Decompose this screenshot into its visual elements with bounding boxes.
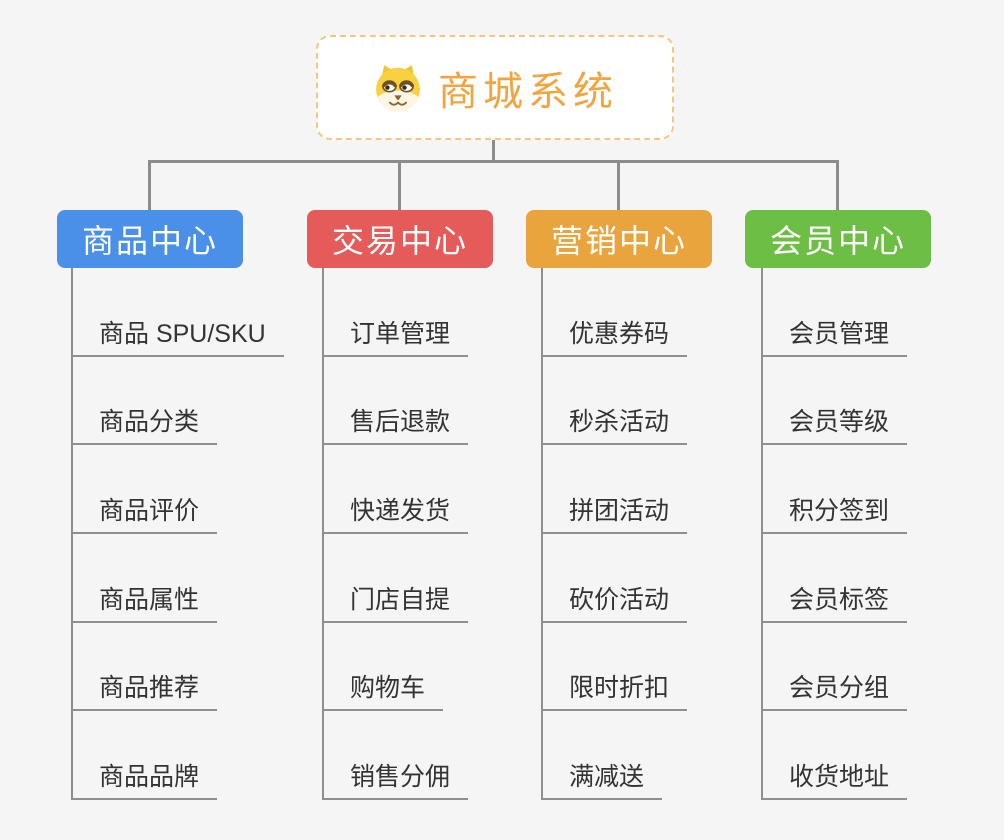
root-node[interactable]: 商城系统 (316, 35, 674, 140)
leaf-node[interactable]: 商品评价 (71, 491, 218, 534)
leaf-node[interactable]: 会员标签 (761, 580, 908, 623)
leaf-node[interactable]: 砍价活动 (541, 580, 688, 623)
connector-drop-marketing (617, 160, 620, 210)
list-item: 购物车 (322, 623, 468, 712)
list-item: 限时折扣 (541, 623, 688, 712)
connector-bus-line (148, 160, 839, 163)
list-item: 商品推荐 (71, 623, 284, 712)
leaf-node[interactable]: 商品推荐 (71, 668, 218, 712)
list-item: 商品属性 (71, 534, 284, 623)
list-item: 会员管理 (761, 268, 908, 357)
leaf-node[interactable]: 商品属性 (71, 580, 218, 623)
connector-drop-product (148, 160, 151, 210)
leaf-node[interactable]: 满减送 (541, 757, 663, 800)
branch-children-product: 商品 SPU/SKU 商品分类 商品评价 商品属性 商品推荐 商品品牌 (71, 268, 284, 800)
list-item: 积分签到 (761, 445, 908, 534)
leaf-node[interactable]: 会员管理 (761, 314, 908, 357)
list-item: 销售分佣 (322, 711, 469, 800)
leaf-node[interactable]: 订单管理 (322, 314, 469, 357)
leaf-node[interactable]: 快递发货 (322, 491, 469, 534)
branch-label: 交易中心 (331, 223, 468, 259)
list-item: 商品品牌 (71, 711, 284, 800)
leaf-node[interactable]: 售后退款 (322, 402, 469, 446)
leaf-node[interactable]: 拼团活动 (541, 491, 688, 534)
leaf-node[interactable]: 商品品牌 (71, 757, 218, 800)
list-item: 砍价活动 (541, 534, 688, 623)
leaf-node[interactable]: 会员等级 (761, 402, 908, 446)
list-item: 门店自提 (322, 534, 469, 623)
root-title: 商城系统 (438, 69, 618, 114)
connector-drop-trade (398, 160, 401, 210)
leaf-node[interactable]: 收货地址 (761, 757, 908, 800)
leaf-node[interactable]: 积分签到 (761, 491, 908, 534)
list-item: 拼团活动 (541, 445, 688, 534)
leaf-node[interactable]: 销售分佣 (322, 757, 469, 800)
leaf-node[interactable]: 会员分组 (761, 668, 908, 712)
branch-label: 营销中心 (550, 223, 687, 259)
branch-children-trade: 订单管理 售后退款 快递发货 门店自提 购物车 销售分佣 (322, 268, 469, 800)
leaf-node[interactable]: 商品分类 (71, 402, 218, 446)
leaf-node[interactable]: 商品 SPU/SKU (71, 314, 284, 357)
leaf-node[interactable]: 购物车 (322, 668, 444, 712)
list-item: 快递发货 (322, 445, 469, 534)
list-item: 售后退款 (322, 357, 469, 446)
branch-node-member-center[interactable]: 会员中心 (745, 210, 931, 268)
leaf-node[interactable]: 优惠券码 (541, 314, 688, 357)
list-item: 收货地址 (761, 711, 908, 800)
connector-root-stem (492, 140, 495, 162)
list-item: 会员标签 (761, 534, 908, 623)
branch-node-trade-center[interactable]: 交易中心 (307, 210, 493, 268)
branch-node-product-center[interactable]: 商品中心 (57, 210, 243, 268)
list-item: 优惠券码 (541, 268, 688, 357)
list-item: 秒杀活动 (541, 357, 688, 446)
branch-children-member: 会员管理 会员等级 积分签到 会员标签 会员分组 收货地址 (761, 268, 908, 800)
list-item: 会员等级 (761, 357, 908, 446)
connector-drop-member (836, 160, 839, 210)
branch-children-marketing: 优惠券码 秒杀活动 拼团活动 砍价活动 限时折扣 满减送 (541, 268, 688, 800)
list-item: 商品分类 (71, 357, 284, 446)
list-item: 商品评价 (71, 445, 284, 534)
list-item: 商品 SPU/SKU (71, 268, 284, 357)
branch-node-marketing-center[interactable]: 营销中心 (526, 210, 712, 268)
list-item: 订单管理 (322, 268, 469, 357)
leaf-node[interactable]: 秒杀活动 (541, 402, 688, 446)
leaf-node[interactable]: 门店自提 (322, 580, 469, 623)
list-item: 满减送 (541, 711, 687, 800)
dog-face-icon (376, 64, 420, 112)
branch-label: 商品中心 (81, 223, 218, 259)
leaf-node[interactable]: 限时折扣 (541, 668, 688, 712)
branch-label: 会员中心 (769, 223, 906, 259)
list-item: 会员分组 (761, 623, 908, 712)
